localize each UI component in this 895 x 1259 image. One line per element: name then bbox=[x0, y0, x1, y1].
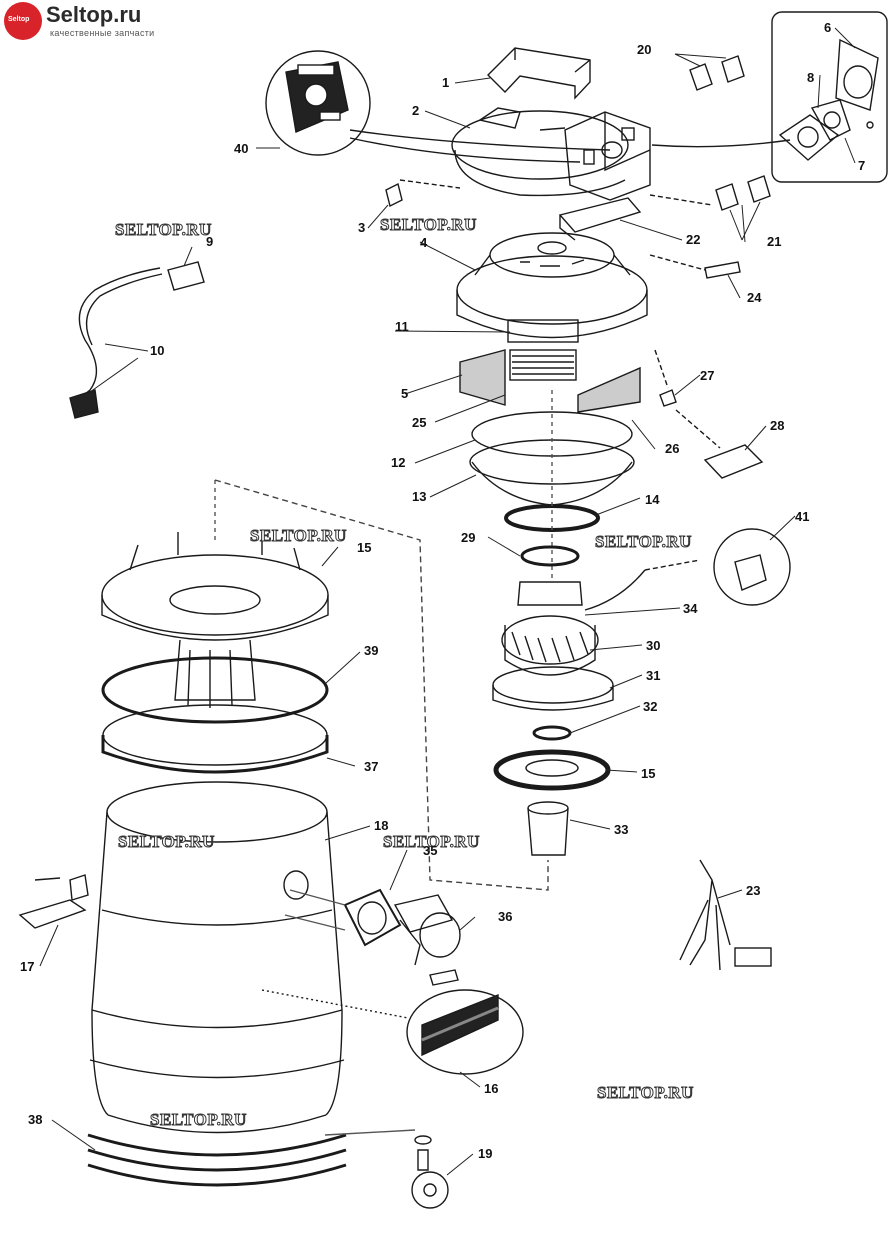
part-label: 35 bbox=[423, 843, 438, 858]
part-power-cord bbox=[69, 267, 163, 419]
part-tank-seal bbox=[101, 704, 329, 774]
part-switches-lower bbox=[715, 175, 771, 211]
part-wire-lead bbox=[584, 569, 646, 611]
part-label: 1 bbox=[442, 75, 450, 90]
part-label: 39 bbox=[364, 643, 379, 658]
part-label: 37 bbox=[364, 759, 379, 774]
part-side-panel-left bbox=[459, 349, 506, 406]
part-label: 20 bbox=[637, 42, 652, 57]
part-label: 4 bbox=[420, 235, 428, 250]
part-label: 5 bbox=[401, 386, 409, 401]
part-label: 2 bbox=[412, 103, 420, 118]
part-label: 6 bbox=[824, 20, 832, 35]
part-motor bbox=[501, 581, 599, 676]
part-label: 27 bbox=[700, 368, 715, 383]
part-socket-inset bbox=[771, 11, 888, 183]
part-clip bbox=[385, 182, 403, 208]
part-label: 9 bbox=[206, 234, 214, 249]
part-label: 36 bbox=[498, 909, 513, 924]
watermark: SELTOP.RU bbox=[383, 832, 480, 852]
part-drum bbox=[89, 781, 345, 1134]
watermark: SELTOP.RU bbox=[115, 220, 212, 240]
watermark: SELTOP.RU bbox=[250, 526, 347, 546]
part-tank-top bbox=[101, 532, 329, 708]
part-label: 11 bbox=[395, 319, 409, 334]
part-label: 3 bbox=[358, 220, 366, 235]
part-label: 14 bbox=[645, 492, 660, 507]
part-label: 13 bbox=[412, 489, 427, 504]
logo-brand: Seltop.ru bbox=[46, 2, 142, 27]
part-label-strip-inset bbox=[406, 989, 524, 1075]
part-label: 34 bbox=[683, 601, 698, 616]
part-label: 30 bbox=[646, 638, 661, 653]
part-label: 21 bbox=[767, 234, 782, 249]
part-label: 24 bbox=[747, 290, 762, 305]
logo-tagline: качественные запчасти bbox=[50, 28, 155, 38]
part-lid bbox=[451, 107, 629, 197]
part-bracket-inset bbox=[713, 528, 791, 606]
watermark: SELTOP.RU bbox=[597, 1083, 694, 1103]
part-label: 32 bbox=[643, 699, 658, 714]
part-label: 33 bbox=[614, 822, 629, 837]
watermark: SELTOP.RU bbox=[380, 215, 477, 235]
part-label: 19 bbox=[478, 1146, 493, 1161]
part-motor-head bbox=[456, 232, 648, 339]
part-label: 10 bbox=[150, 343, 165, 358]
part-motor-mount bbox=[492, 666, 614, 711]
logo-badge-icon: Seltop bbox=[4, 2, 42, 40]
part-circuit-board bbox=[703, 444, 764, 479]
part-label: 25 bbox=[412, 415, 427, 430]
part-label: 38 bbox=[28, 1112, 43, 1127]
site-logo[interactable]: Seltop Seltop.ru качественные запчасти bbox=[0, 0, 200, 44]
part-clip-small bbox=[659, 389, 677, 407]
part-inlet-gasket bbox=[343, 888, 402, 947]
part-base-ring bbox=[87, 1133, 347, 1187]
part-label: 23 bbox=[746, 883, 761, 898]
part-tank-ring bbox=[101, 656, 329, 724]
part-label: 40 bbox=[234, 141, 249, 156]
part-latch bbox=[18, 874, 89, 929]
part-label: 8 bbox=[807, 70, 815, 85]
part-castor bbox=[411, 1135, 449, 1209]
part-label: 41 bbox=[795, 509, 810, 524]
part-screw bbox=[649, 254, 741, 279]
logo-badge-text: Seltop bbox=[8, 16, 30, 23]
part-label: 28 bbox=[770, 418, 785, 433]
part-washer bbox=[520, 545, 580, 567]
part-label: 15 bbox=[357, 540, 372, 555]
part-inlet-nozzle bbox=[393, 894, 461, 966]
part-label: 22 bbox=[686, 232, 701, 247]
part-switches-upper bbox=[689, 55, 745, 91]
part-terminal-block bbox=[167, 261, 205, 291]
part-label: 12 bbox=[391, 455, 406, 470]
part-label: 31 bbox=[646, 668, 661, 683]
watermark: SELTOP.RU bbox=[118, 832, 215, 852]
part-handle bbox=[487, 47, 591, 100]
watermark: SELTOP.RU bbox=[150, 1110, 247, 1130]
part-wire-harness bbox=[679, 859, 772, 971]
part-screw-bolt bbox=[429, 969, 459, 986]
part-label: 16 bbox=[484, 1081, 499, 1096]
part-spring bbox=[532, 725, 572, 741]
part-label: 15 bbox=[641, 766, 656, 781]
part-label: 7 bbox=[858, 158, 866, 173]
part-label: 26 bbox=[665, 441, 680, 456]
part-switch-housing bbox=[564, 111, 651, 201]
part-bracket bbox=[558, 197, 642, 241]
part-lower-gasket bbox=[493, 749, 611, 791]
part-label-plate-inset bbox=[265, 50, 371, 156]
part-label: 29 bbox=[461, 530, 476, 545]
part-grille bbox=[507, 319, 579, 381]
part-label: 17 bbox=[20, 959, 35, 974]
part-label: 18 bbox=[374, 818, 389, 833]
watermark: SELTOP.RU bbox=[595, 532, 692, 552]
part-side-panel-right bbox=[577, 366, 641, 413]
part-filter-cup bbox=[527, 801, 569, 856]
